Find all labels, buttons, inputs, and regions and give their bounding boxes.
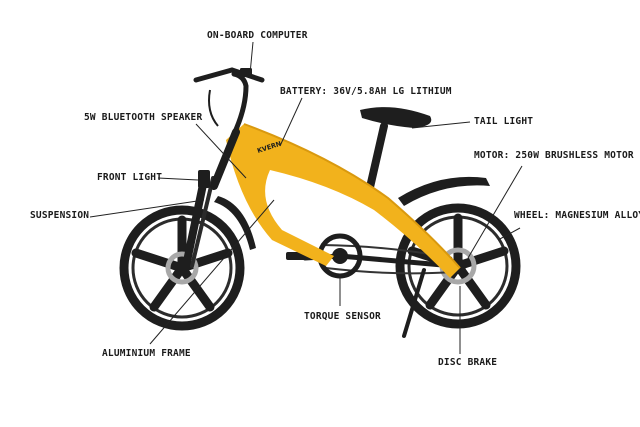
onboard-computer-unit xyxy=(240,68,252,77)
label-tail-light: TAIL LIGHT xyxy=(474,116,534,127)
suspension-fork xyxy=(182,171,209,270)
label-disc-brake: DISC BRAKE xyxy=(438,357,498,368)
label-motor: MOTOR: 250W BRUSHLESS MOTOR xyxy=(474,150,634,161)
leader-tail-light xyxy=(411,121,471,129)
main-frame xyxy=(226,124,460,278)
label-torque-sensor: TORQUE SENSOR xyxy=(304,311,381,322)
leader-front-light xyxy=(157,177,199,181)
leader-onboard-computer xyxy=(249,41,254,75)
label-bluetooth-speaker: 5W BLUETOOTH SPEAKER xyxy=(84,112,203,123)
front-disc-rotor xyxy=(165,251,199,285)
label-wheel: WHEEL: MAGNESIUM ALLOY xyxy=(514,210,640,221)
leader-lines xyxy=(89,41,523,354)
label-aluminium-frame: ALUMINIUM FRAME xyxy=(102,348,191,359)
seat-post xyxy=(364,122,388,200)
leader-motor xyxy=(467,165,523,259)
leader-suspension xyxy=(89,199,205,218)
front-mudguard xyxy=(214,196,256,250)
label-front-light: FRONT LIGHT xyxy=(97,172,163,183)
label-suspension: SUSPENSION xyxy=(30,210,90,221)
front-light-housing xyxy=(198,170,210,188)
handlebar xyxy=(193,67,265,83)
head-tube xyxy=(210,128,240,190)
front-wheel xyxy=(119,205,245,331)
leader-battery xyxy=(279,97,303,147)
leader-frame xyxy=(149,199,275,345)
kickstand xyxy=(402,268,426,338)
label-onboard-computer: ON-BOARD COMPUTER xyxy=(207,30,308,41)
label-battery: BATTERY: 36V/5.8AH LG LITHIUM xyxy=(280,86,452,97)
brake-cable xyxy=(208,89,219,127)
rear-mudguard xyxy=(398,176,490,206)
saddle xyxy=(360,107,432,128)
handlebar-stem xyxy=(231,71,249,137)
leader-wheel xyxy=(497,227,521,241)
leader-speaker xyxy=(195,123,247,179)
